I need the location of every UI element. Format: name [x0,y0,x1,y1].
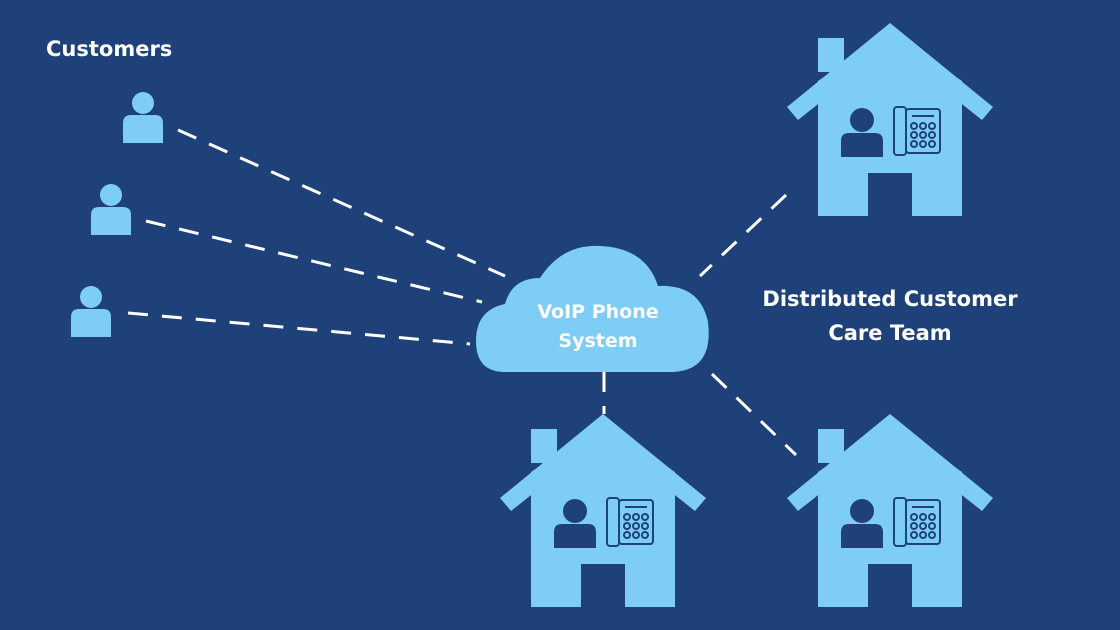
customer-1-connector [177,128,506,278]
voip-cloud-icon [476,245,709,372]
home-top-connector [698,193,788,278]
team-label-line-2: Care Team [828,321,952,345]
distributed-team-label: Distributed Customer Care Team [755,282,1025,350]
voip-label-line-1: VoIP Phone [537,301,659,323]
home-bottom-left-house-icon [499,413,707,608]
customer-3-person-icon [71,286,111,337]
team-label-line-1: Distributed Customer [762,287,1018,311]
voip-system-label: VoIP Phone System [508,298,688,356]
customers-label: Customers [46,37,173,61]
customer-2-person-icon [91,184,131,235]
customer-3-connector [127,311,471,346]
customer-2-connector [145,219,483,304]
home-bottom-right-house-icon [786,413,994,608]
home-top-right-house-icon [786,22,994,217]
customer-1-person-icon [123,92,163,143]
voip-label-line-2: System [558,330,638,352]
home-bottom-right-connector [710,372,798,457]
